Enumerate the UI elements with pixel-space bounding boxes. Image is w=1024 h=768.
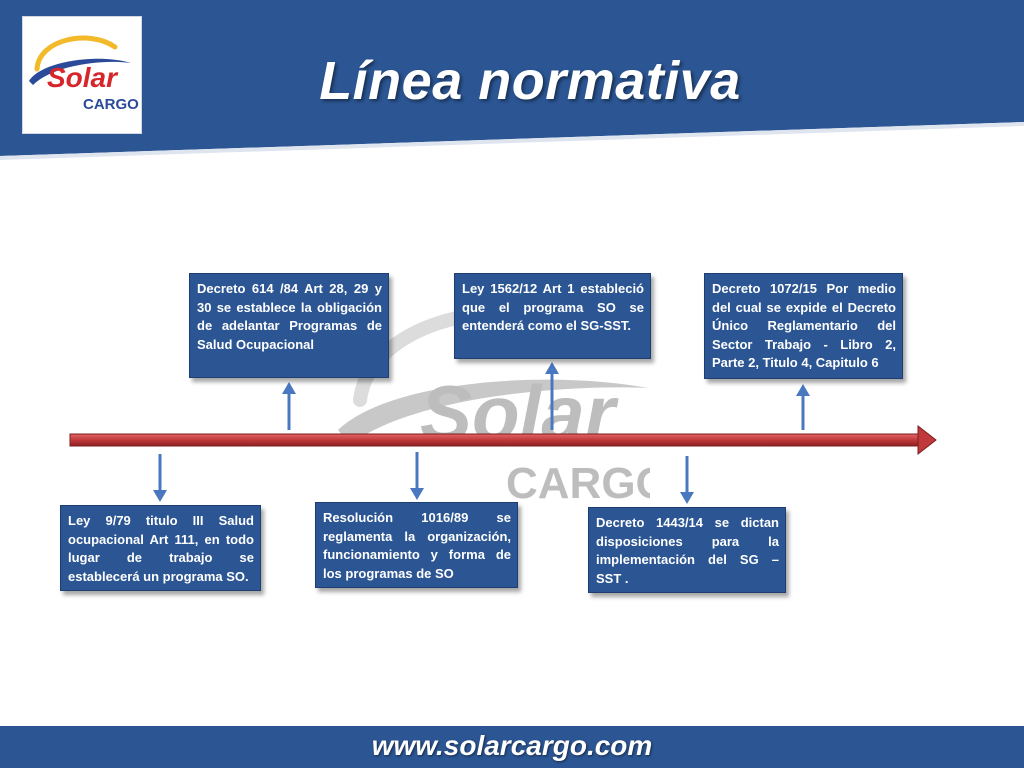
timeline-arrow [69,424,937,456]
milestone-card-ley-9-79: Ley 9/79 titulo III Salud ocupacional Ar… [60,505,261,591]
connector-arrow-1 [153,454,167,502]
connector-arrow-4 [545,362,559,430]
header-band [0,0,1024,160]
connector-arrow-5 [680,456,694,504]
connector-arrow-6 [796,384,810,430]
logo-word-cargo: CARGO [83,96,139,113]
logo: Solar CARGO [22,16,142,134]
watermark-word-cargo: CARGO [506,459,650,508]
logo-word-solar: Solar [47,62,119,93]
footer-band [0,726,1024,768]
milestone-card-decreto-614-84: Decreto 614 /84 Art 28, 29 y 30 se estab… [189,273,389,378]
footer-url[interactable]: www.solarcargo.com [371,730,653,761]
connector-arrow-3 [410,452,424,500]
milestone-card-decreto-1072-15: Decreto 1072/15 Por medio del cual se ex… [704,273,903,379]
solar-cargo-logo-icon: Solar CARGO [29,35,139,113]
milestone-card-decreto-1443-14: Decreto 1443/14 se dictan disposiciones … [588,507,786,593]
milestone-card-ley-1562-12: Ley 1562/12 Art 1 estableció que el prog… [454,273,651,359]
milestone-card-resolucion-1016-89: Resolución 1016/89 se reglamenta la orga… [315,502,518,588]
page-title: Línea normativa [319,51,741,111]
connector-arrow-2 [282,382,296,430]
